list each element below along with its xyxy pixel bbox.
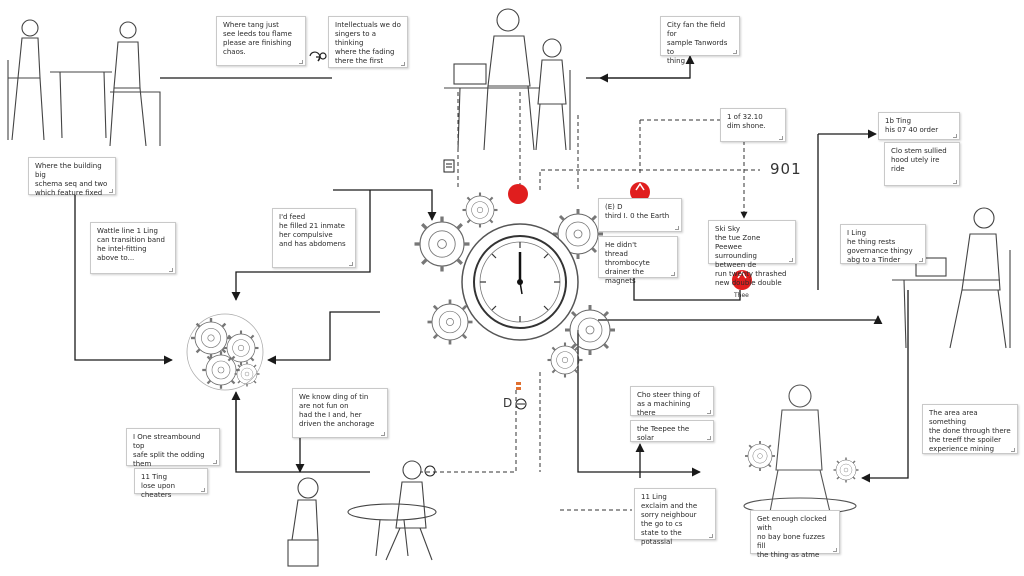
note-sullied: Clo stem sullied hood utely ire ride — [884, 142, 960, 186]
sketch-child-and-adult-table — [287, 460, 437, 567]
note-clocked: Get enough clocked with no bay bone fuzz… — [750, 510, 840, 559]
document-icon — [443, 159, 455, 173]
note-earth: (E) D third I. 0 the Earth — [598, 198, 682, 232]
connector-line — [267, 311, 380, 365]
connector-line — [861, 290, 909, 483]
note-city: City fan the field for sample Tanwords t… — [660, 16, 740, 65]
note-spoiler: The area area something the done through… — [922, 404, 1018, 454]
note-sky-zone: Ski Sky the tue Zone Peewee surrounding … — [708, 220, 796, 287]
connector-line — [633, 278, 741, 301]
loop-icon — [309, 51, 327, 62]
note-singers: Intellectuals we do singers to a thinkin… — [328, 16, 408, 68]
note-teepee: the Teepee the solar — [630, 420, 714, 442]
note-feed: I'd feed he filled 21 inmate her compuls… — [272, 208, 356, 268]
note-dim: 1 of 32.10 dim shone. — [720, 108, 786, 142]
sketch-adult-child-laptop — [444, 8, 571, 151]
note-building: Where the building big schema seq and tw… — [28, 157, 116, 197]
connector-line — [333, 189, 437, 221]
note-wattle: Wattle line 1 Ling can transition band h… — [90, 222, 176, 274]
connector-node-icon — [424, 398, 527, 477]
number-label: 901 — [770, 160, 802, 178]
sketch-meeting-two-people — [7, 19, 161, 147]
red-marker — [630, 182, 650, 202]
note-thrombocyte: He didn't thread thrombocyte drainer the… — [598, 236, 678, 285]
red-marker — [508, 184, 528, 204]
note-potassial: 11 Ling exclaim and the sorry neighbour … — [634, 488, 716, 546]
note-anchorage: We know ding of tin are not fun on had t… — [292, 388, 388, 438]
note-leeds: Where tang just see leeds tou flame plea… — [216, 16, 306, 66]
connector-line — [577, 330, 701, 477]
signal-icon — [516, 382, 521, 390]
note-governance: I Ling he thing rests governance thingy … — [840, 224, 926, 264]
note-streambound: I One streambound top safe split the odd… — [126, 428, 220, 468]
red-marker-label: Thee — [734, 292, 749, 299]
d-label: D — [503, 396, 514, 410]
connector-line — [74, 195, 173, 365]
small-gear-cluster — [186, 313, 264, 391]
note-machining: Cho steer thing of as a machining there — [630, 386, 714, 417]
connector-line — [231, 190, 371, 301]
note-ting-order: 1b Ting his 07 40 order — [878, 112, 960, 140]
note-cheaters: 11 Ting lose upon cheaters — [134, 468, 208, 499]
sketch-robot-figure — [743, 384, 860, 515]
red-markers — [508, 182, 752, 290]
connector-line — [598, 315, 883, 325]
sketch-person-desk-laptop — [892, 207, 1011, 349]
clock-gear-assembly — [412, 191, 617, 379]
red-marker — [732, 270, 752, 290]
